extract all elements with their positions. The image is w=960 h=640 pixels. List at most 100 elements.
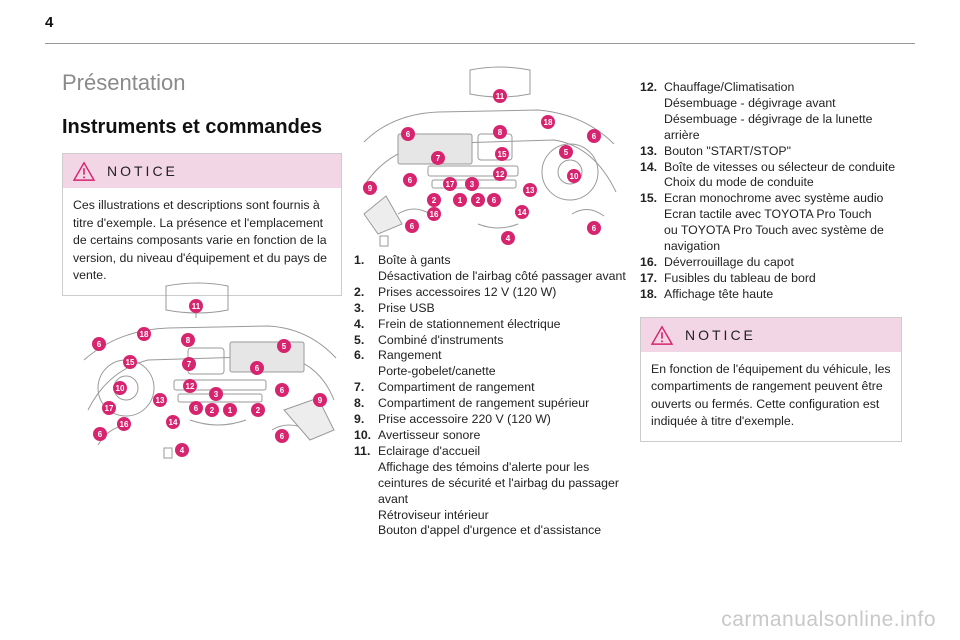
legend-line: Bouton "START/STOP": [664, 143, 791, 158]
notice-box-left: NOTICE Ces illustrations et descriptions…: [62, 153, 342, 296]
legend-number: 1.: [354, 253, 365, 267]
callout-marker: [93, 427, 107, 441]
legend-line: Compartiment de rangement: [378, 380, 535, 395]
legend-number: 4.: [354, 316, 365, 331]
callout-number: 15: [126, 358, 135, 367]
legend-item: 13. Bouton "START/STOP": [640, 144, 902, 160]
callout-marker: [587, 129, 601, 143]
callout-marker: [559, 145, 573, 159]
callout-marker: [431, 151, 445, 165]
legend-line: Combiné d'instruments: [378, 332, 504, 347]
legend-number: 13.: [640, 143, 658, 158]
callout-number: 15: [498, 150, 507, 159]
legend-number: 14.: [640, 159, 658, 174]
callout-marker: [175, 443, 189, 457]
callout-number: 5: [282, 342, 287, 351]
callout-marker: [487, 193, 501, 207]
callout-number: 6: [592, 224, 597, 233]
callout-marker: [275, 429, 289, 443]
legend-item: 17. Fusibles du tableau de bord: [640, 271, 902, 287]
callout-number: 4: [180, 446, 185, 455]
callout-marker: [495, 147, 509, 161]
callout-number: 6: [592, 132, 597, 141]
callout-number: 5: [564, 148, 569, 157]
callout-marker: [427, 207, 441, 221]
legend-number: 15.: [640, 191, 658, 206]
callout-marker: [567, 169, 581, 183]
callout-marker: [523, 183, 537, 197]
legend-text: Avertisseur sonore: [378, 428, 626, 444]
callout-marker: [405, 219, 419, 233]
callout-number: 16: [120, 420, 129, 429]
callout-number: 18: [544, 118, 553, 127]
callout-marker: [189, 299, 203, 313]
callout-number: 11: [192, 302, 201, 311]
subsection-title: Instruments et commandes: [62, 116, 323, 138]
legend-number: 17.: [640, 270, 658, 285]
legend-line: Désembuage - dégivrage avant: [664, 95, 836, 110]
legend-number: 3.: [354, 300, 365, 315]
callout-number: 1: [458, 196, 463, 205]
legend-line: ou TOYOTA Pro Touch avec système de navi…: [664, 223, 884, 254]
left-column: Présentation Instruments et commandes NO…: [62, 70, 342, 296]
callout-marker: [92, 337, 106, 351]
callout-marker: [166, 415, 180, 429]
callout-number: 2: [432, 196, 437, 205]
callout-number: 17: [105, 404, 114, 413]
legend-item: 2.Prises accessoires 12 V (120 W): [354, 285, 626, 301]
callout-marker: [123, 355, 137, 369]
legend-item: 7.Compartiment de rangement: [354, 380, 626, 396]
legend-text: Déverrouillage du capot: [664, 255, 902, 271]
watermark: carmanualsonline.info: [721, 608, 936, 631]
legend-line: Ecran monochrome avec système audio: [664, 191, 884, 206]
callout-marker: [493, 125, 507, 139]
legend-line: Désactivation de l'airbag côté passager …: [378, 268, 626, 283]
legend-line: Prises accessoires 12 V (120 W): [378, 284, 557, 299]
notice-text: Ces illustrations et descriptions sont f…: [73, 198, 327, 282]
callout-number: 3: [214, 390, 219, 399]
legend-line: Boîte à gants: [378, 253, 451, 267]
header-rule: [45, 43, 915, 44]
callout-marker: [541, 115, 555, 129]
callout-marker: [443, 177, 457, 191]
notice-box-right: NOTICE En fonction de l'équipement du vé…: [640, 316, 902, 442]
warning-icon: [73, 161, 95, 181]
callout-number: 8: [186, 336, 191, 345]
callout-number: 9: [318, 396, 323, 405]
legend-line: Eclairage d'accueil: [378, 443, 481, 458]
callout-marker: [401, 127, 415, 141]
callout-marker: [313, 393, 327, 407]
callout-marker: [251, 403, 265, 417]
callout-marker: [250, 361, 264, 375]
callout-number: 6: [280, 432, 285, 441]
callout-number: 10: [570, 172, 579, 181]
legend-line: Fusibles du tableau de bord: [664, 270, 816, 285]
callout-number: 6: [280, 386, 285, 395]
callout-marker: [363, 181, 377, 195]
callout-marker: [182, 357, 196, 371]
legend-number: 12.: [640, 80, 658, 94]
callout-number: 1: [228, 406, 233, 415]
legend-text: Affichage tête haute: [664, 287, 902, 303]
legend-item: 16.Déverrouillage du capot: [640, 255, 902, 271]
page-number: 4: [45, 14, 54, 31]
callout-number: 3: [470, 180, 475, 189]
callout-number: 6: [194, 404, 199, 413]
callout-number: 7: [187, 360, 192, 369]
callout-number: 6: [98, 430, 103, 439]
legend-line: Bouton d'appel d'urgence et d'assistance: [378, 523, 602, 538]
warning-icon: [651, 325, 673, 345]
callout-number: 2: [210, 406, 215, 415]
legend-number: 8.: [354, 396, 365, 411]
callout-number: 14: [518, 208, 527, 217]
callout-number: 8: [498, 128, 503, 137]
callout-marker: [137, 327, 151, 341]
